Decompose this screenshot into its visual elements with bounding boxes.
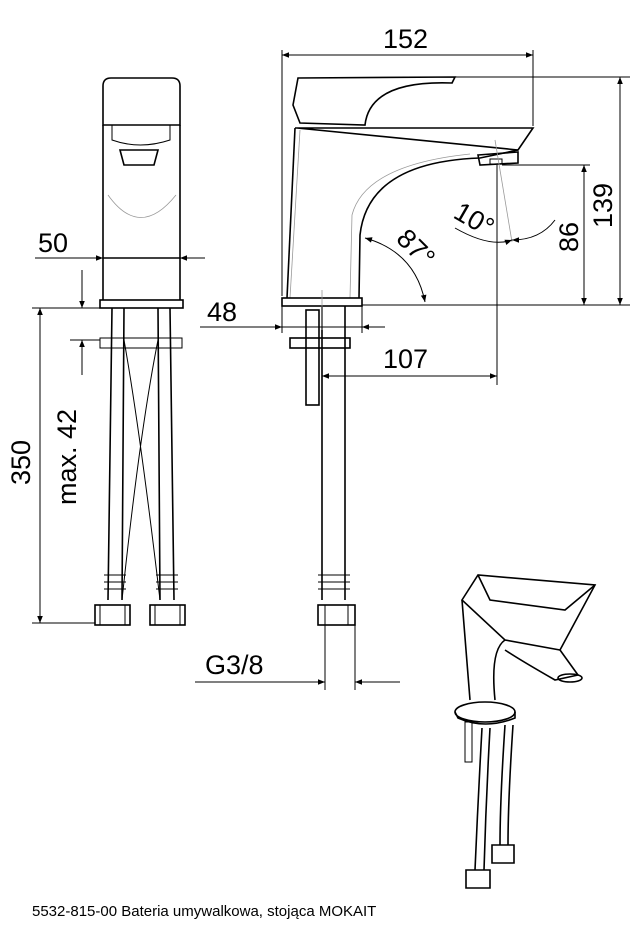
side-view [281,76,535,626]
isometric-view [454,574,597,889]
dim-max42-label: max. 42 [52,409,82,505]
angle-87-label: 87° [391,223,441,273]
angle-10-label: 10° [449,196,499,242]
dim-86-label: 86 [554,222,584,252]
dim-152-label: 152 [383,24,428,54]
dimension-50: 50 [35,228,205,261]
dimension-48: 48 [200,297,385,333]
dimension-heights: 139 86 [362,76,630,306]
dim-48-label: 48 [207,297,237,327]
dimension-107: 107 [322,165,498,385]
dim-thread-label: G3/8 [205,650,264,680]
drawing-caption: 5532-815-00 Bateria umywalkowa, stojąca … [32,903,377,920]
dimension-thread: G3/8 [195,625,400,690]
dimension-350: 350 max. 42 [6,270,100,624]
angle-dimensions: 10° 87° [364,139,556,303]
dim-139-label: 139 [588,183,618,228]
dim-350-label: 350 [6,440,36,485]
dim-50-label: 50 [38,228,68,258]
dimension-152: 152 [281,24,534,296]
front-view [94,77,186,626]
dim-107-label: 107 [383,344,428,374]
